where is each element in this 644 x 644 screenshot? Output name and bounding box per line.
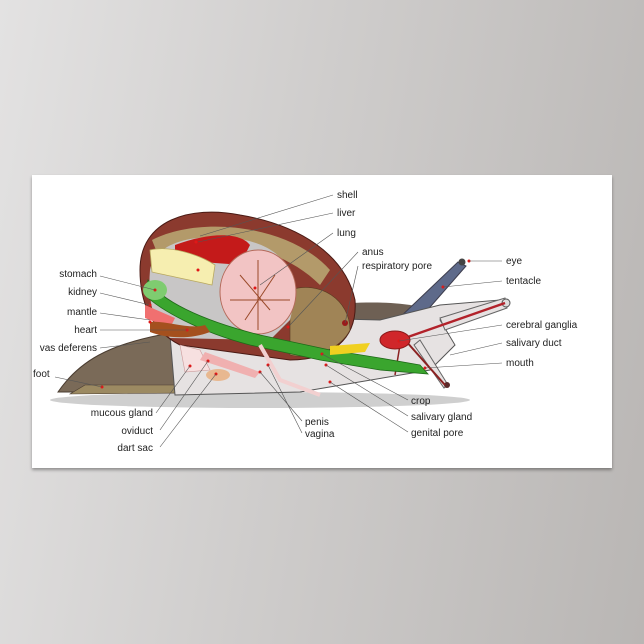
leader-lines	[54, 194, 503, 448]
label-eye: eye	[506, 256, 523, 267]
label-lung: lung	[337, 228, 356, 239]
label-mucous-gland: mucous gland	[90, 408, 153, 419]
label-mantle: mantle	[66, 307, 97, 318]
label-cerebral-ganglia: cerebral ganglia	[506, 320, 578, 331]
heart-shape	[150, 321, 210, 338]
ground-shadow	[50, 392, 470, 408]
label-penis: penis	[305, 417, 329, 428]
label-stomach: stomach	[59, 269, 97, 280]
label-shell: shell	[337, 190, 358, 201]
label-tentacle: tentacle	[506, 276, 542, 287]
label-salivary-gland: salivary gland	[411, 412, 473, 423]
label-liver: liver	[337, 208, 356, 219]
label-vas-deferens: vas deferens	[39, 343, 97, 354]
label-respiratory-pore: respiratory pore	[362, 261, 433, 272]
label-oviduct: oviduct	[121, 426, 153, 437]
label-mouth: mouth	[506, 358, 534, 369]
label-crop: crop	[411, 396, 431, 407]
label-kidney: kidney	[68, 287, 97, 298]
label-vagina: vagina	[305, 429, 335, 440]
label-salivary-duct: salivary duct	[506, 338, 562, 349]
label-heart: heart	[74, 325, 97, 336]
label-foot: foot	[33, 369, 50, 380]
label-dart-sac: dart sac	[117, 443, 153, 454]
label-anus: anus	[362, 247, 384, 258]
label-genital-pore: genital pore	[411, 428, 464, 439]
stomach-yellow	[149, 248, 216, 286]
